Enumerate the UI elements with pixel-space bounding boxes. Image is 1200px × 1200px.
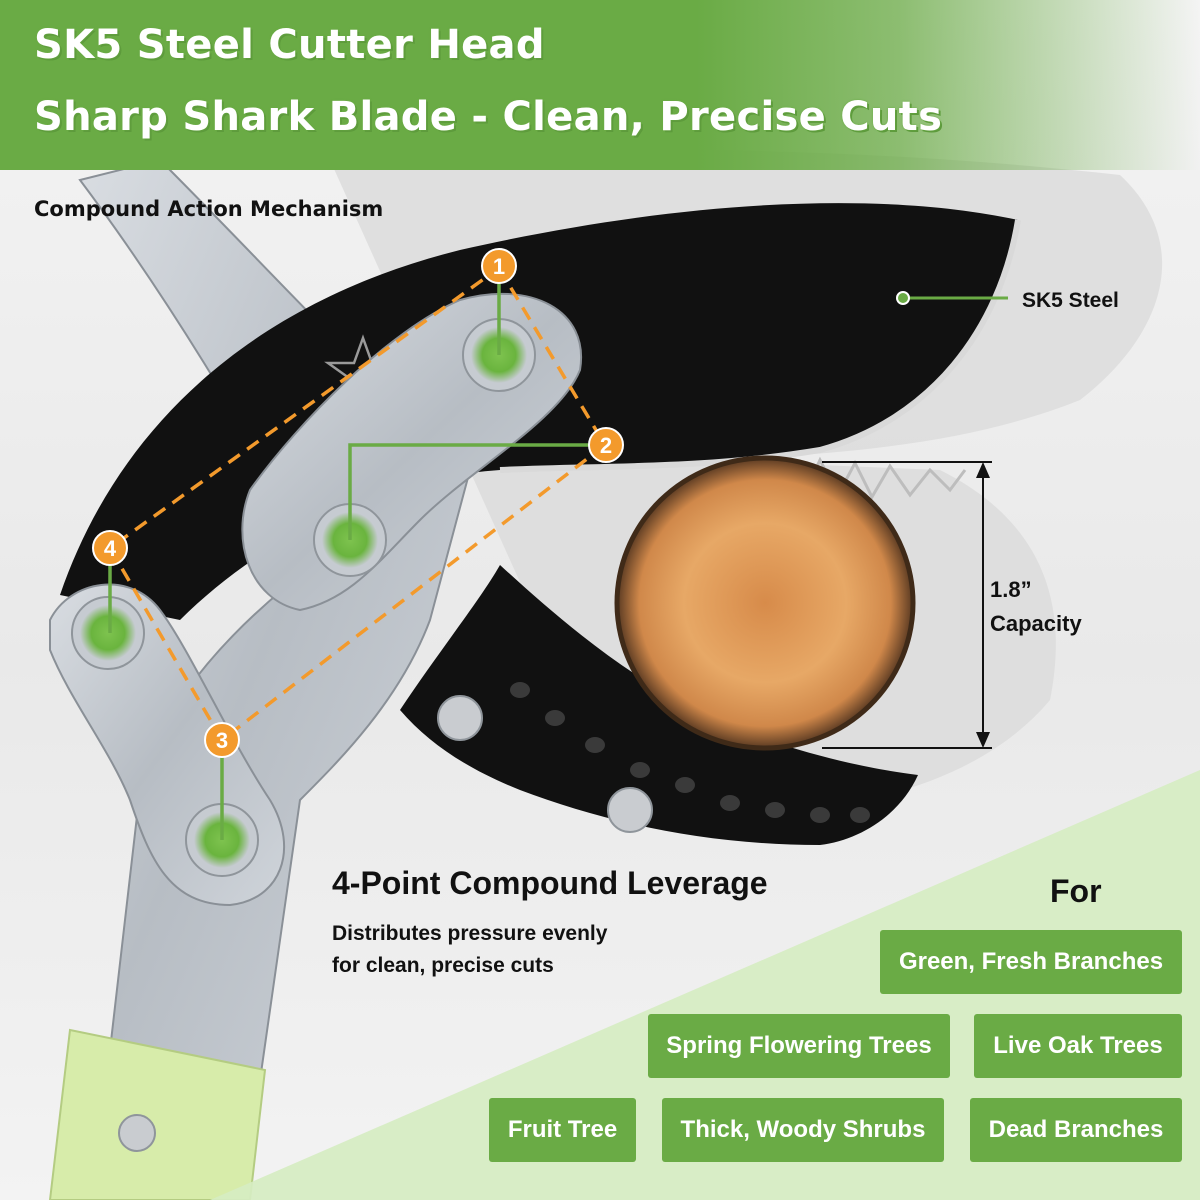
pivot-number: 2: [600, 433, 612, 458]
headline-line-1: SK5 Steel Cutter Head: [34, 22, 545, 68]
anvil-holes: [510, 682, 870, 823]
use-tag-thick-woody-shrubs: Thick, Woody Shrubs: [662, 1098, 944, 1162]
steel-leader-dot: [896, 291, 910, 305]
capacity-callout: 1.8” Capacity: [990, 577, 1082, 636]
use-tag-dead-branches: Dead Branches: [970, 1098, 1182, 1162]
pivot-number: 1: [493, 254, 505, 279]
mechanism-label: Compound Action Mechanism: [34, 197, 384, 221]
anvil-bolt: [437, 695, 483, 741]
header-banner: [0, 0, 1200, 170]
pivot-badge-4: 4: [92, 530, 128, 566]
leverage-title: 4-Point Compound Leverage: [332, 865, 768, 901]
pivot-badge-3: 3: [204, 722, 240, 758]
uses-panel-background: [210, 770, 1200, 1200]
wood-slice: [614, 455, 916, 751]
handle-grip: [48, 1028, 267, 1200]
pivot-number: 4: [104, 536, 117, 561]
leverage-description: Distributes pressure evenly for clean, p…: [332, 922, 608, 977]
pivot-badge-1: 1: [481, 248, 517, 284]
uses-heading: For: [1050, 873, 1102, 909]
pivot-glow: [80, 605, 136, 661]
headline-line-2: Sharp Shark Blade - Clean, Precise Cuts: [34, 94, 943, 140]
anvil-bolt: [607, 787, 653, 833]
steel-callout: SK5 Steel: [1022, 289, 1119, 312]
pivot-badge-2: 2: [588, 427, 624, 463]
use-tag-live-oak-trees: Live Oak Trees: [974, 1014, 1182, 1078]
use-tag-spring-flowering-trees: Spring Flowering Trees: [648, 1014, 950, 1078]
capacity-arrow-top: [976, 462, 990, 478]
use-tag-fruit-tree: Fruit Tree: [489, 1098, 636, 1162]
use-tag-green-fresh-branches: Green, Fresh Branches: [880, 930, 1182, 994]
capacity-dimension: [822, 461, 992, 749]
leverage-dashed-outline: [107, 265, 608, 743]
pivot-number: 3: [216, 728, 228, 753]
grip-bolt: [118, 1114, 156, 1152]
capacity-arrow-bottom: [976, 732, 990, 748]
blade-edge: [499, 219, 1021, 473]
